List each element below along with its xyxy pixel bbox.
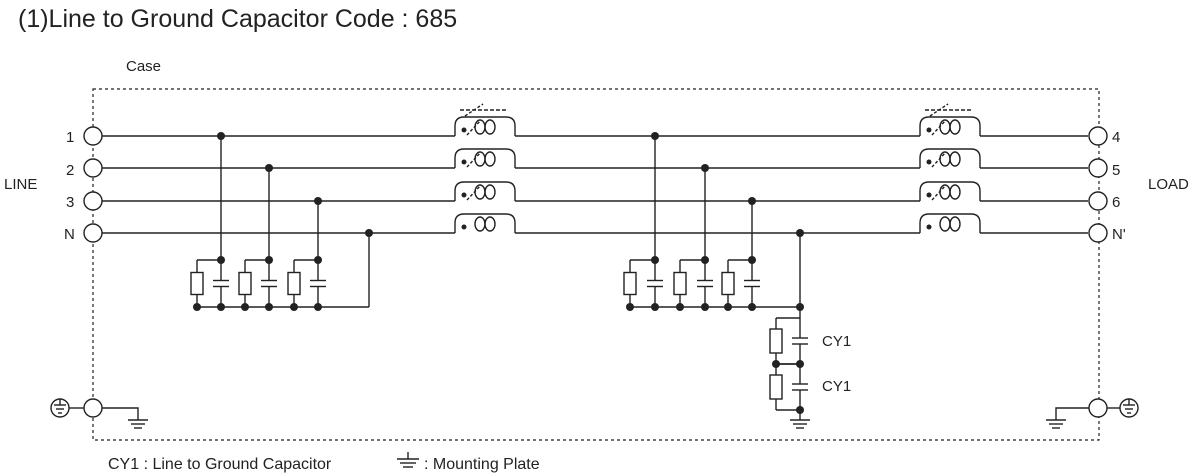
case-label: Case (126, 58, 161, 75)
earth-terminal-right-circle (1088, 398, 1108, 418)
case-boundary (92, 88, 1100, 441)
terminal-3 (83, 191, 103, 211)
load-label: LOAD (1148, 176, 1189, 193)
capacitor-bank-right (623, 132, 804, 311)
terminal-label-1: 1 (66, 129, 74, 146)
terminal-6 (1088, 191, 1108, 211)
terminal-label-n: N (64, 226, 75, 243)
earth-terminal-left (50, 398, 148, 429)
earth-terminal-right (1046, 398, 1139, 429)
terminal-1 (83, 126, 103, 146)
cy1-label-lower: CY1 (822, 378, 851, 395)
mounting-plate-icon (397, 452, 419, 468)
terminals-right (1088, 126, 1108, 243)
terminal-label-n-prime: N' (1112, 226, 1126, 243)
legend-mounting-plate: : Mounting Plate (424, 456, 540, 473)
terminal-label-3: 3 (66, 194, 74, 211)
terminal-4 (1088, 126, 1108, 146)
legend-cy1: CY1 : Line to Ground Capacitor (108, 456, 332, 473)
earth-terminal-left-circle (83, 398, 103, 418)
ground-capacitor-stack (769, 307, 810, 429)
terminal-label-5: 5 (1112, 162, 1120, 179)
terminals-left (83, 126, 103, 243)
main-lines (102, 135, 1088, 234)
line-label: LINE (4, 176, 37, 193)
capacitor-bank-left (190, 132, 373, 311)
terminal-label-2: 2 (66, 162, 74, 179)
terminal-label-4: 4 (1112, 129, 1120, 146)
terminal-2 (83, 158, 103, 178)
common-mode-choke-2 (919, 103, 981, 233)
terminal-5 (1088, 158, 1108, 178)
terminal-n-prime (1088, 223, 1108, 243)
terminal-label-6: 6 (1112, 194, 1120, 211)
cy1-label-upper: CY1 (822, 333, 851, 350)
terminal-n (83, 223, 103, 243)
common-mode-choke-1 (454, 103, 516, 233)
diagram-title: (1)Line to Ground Capacitor Code : 685 (18, 5, 457, 33)
